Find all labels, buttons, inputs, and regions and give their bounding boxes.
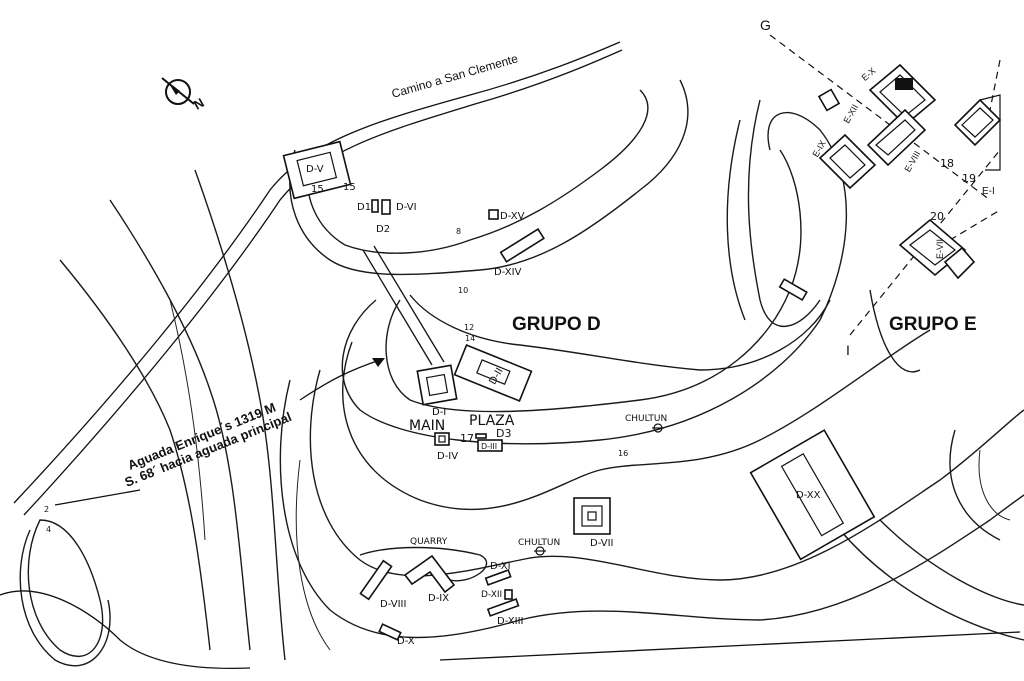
structure-d-xv xyxy=(488,209,499,220)
marker-d3: D3 xyxy=(496,427,511,440)
structure-d-xx xyxy=(749,429,876,561)
label-d-iii: D-III xyxy=(481,442,497,451)
section-lines xyxy=(769,34,1001,336)
marker-d2: D2 xyxy=(376,224,390,235)
chultun-icon-1 xyxy=(652,423,664,433)
label-d-xiv: D-XIV xyxy=(494,267,522,278)
marker-d1: D1 xyxy=(357,202,371,213)
structure-e-ix xyxy=(818,133,877,190)
structure-d-x xyxy=(378,623,402,641)
contour-label-12: 12 xyxy=(464,323,474,332)
north-label: N xyxy=(191,95,207,113)
structure-e-xii xyxy=(817,88,841,112)
contour-label-2: 2 xyxy=(44,505,49,514)
chultun-icon-2 xyxy=(534,546,546,556)
aguada-pointer-line xyxy=(54,489,141,506)
structure-small-east xyxy=(778,278,808,302)
structure-d-v xyxy=(282,140,352,200)
aguada-arrow xyxy=(299,359,381,401)
structure-e-vii xyxy=(898,218,976,280)
label-d-xii: D-XII xyxy=(481,590,502,600)
marker-18: 18 xyxy=(940,157,954,170)
marker-19: 19 xyxy=(962,172,976,185)
contour-label-4: 4 xyxy=(46,525,51,534)
structure-d-i xyxy=(416,364,458,406)
label-d-xi: D-XI xyxy=(490,561,511,572)
structure-d-iv xyxy=(434,432,450,446)
group-d-label: GRUPO D xyxy=(512,314,601,335)
label-e-viii: E-VIII xyxy=(902,149,922,173)
marker-17: 17 xyxy=(460,432,474,445)
label-e-xii: E-XII xyxy=(841,103,860,125)
structure-d-viii xyxy=(359,559,393,601)
plaza-label: PLAZA xyxy=(469,413,515,429)
label-e-i: E-I xyxy=(982,186,995,197)
label-e-vii: E-VII xyxy=(935,239,945,259)
structure-d-vii xyxy=(573,497,611,535)
quarry-label: QUARRY xyxy=(410,537,448,547)
label-d-x: D-X xyxy=(397,636,415,647)
label-d-xx: D-XX xyxy=(796,490,821,501)
label-d-ix: D-IX xyxy=(428,593,449,604)
structure-d-vi xyxy=(381,199,391,215)
label-d-xv: D-XV xyxy=(500,211,525,222)
contour-label-16: 16 xyxy=(618,449,628,458)
road-label: Camino a San Clemente xyxy=(390,51,520,101)
marker-15b: 15 xyxy=(343,182,356,193)
contour-lines xyxy=(0,79,1024,670)
structure-d1 xyxy=(371,199,379,213)
quarry-outline xyxy=(359,546,488,582)
label-d-xiii: D-XIII xyxy=(497,616,524,627)
aguada-arrow-head xyxy=(372,358,385,367)
structure-d-ii xyxy=(453,344,533,402)
structure-17 xyxy=(475,433,487,439)
chultun-label-1: CHULTUN xyxy=(625,414,667,424)
structure-e-viii xyxy=(866,108,927,167)
causeway xyxy=(362,245,445,366)
contour-label-14: 14 xyxy=(465,334,475,343)
label-d-vii: D-VII xyxy=(590,538,613,549)
chultun-label-2: CHULTUN xyxy=(518,538,560,548)
structure-e-x xyxy=(868,63,937,127)
label-d-vi: D-VI xyxy=(396,202,417,213)
label-d-iv: D-IV xyxy=(437,451,458,462)
group-e-label: GRUPO E xyxy=(889,314,977,335)
structure-d-xiii xyxy=(486,598,520,617)
section-label-g: G xyxy=(760,17,771,33)
marker-15a: 15 xyxy=(311,184,324,195)
label-d-i: D-I xyxy=(432,407,446,418)
main-label: MAIN xyxy=(409,418,445,434)
structure-d-xiv xyxy=(499,227,545,263)
label-d-v: D-V xyxy=(306,164,324,175)
contour-label-10: 10 xyxy=(458,286,468,295)
structure-e-i xyxy=(953,94,1002,171)
marker-20: 20 xyxy=(930,210,944,223)
structure-d-iii xyxy=(477,439,503,452)
structure-d-xi xyxy=(484,569,512,586)
structure-d-ix xyxy=(403,554,456,594)
section-label-i: I xyxy=(846,342,850,358)
label-e-x: E-X xyxy=(860,66,878,83)
bottom-edge-line xyxy=(439,631,1021,661)
structure-d-xii xyxy=(504,589,513,600)
contour-label-8: 8 xyxy=(456,227,461,236)
north-arrow-icon xyxy=(161,77,195,105)
label-d-viii: D-VIII xyxy=(380,599,406,610)
